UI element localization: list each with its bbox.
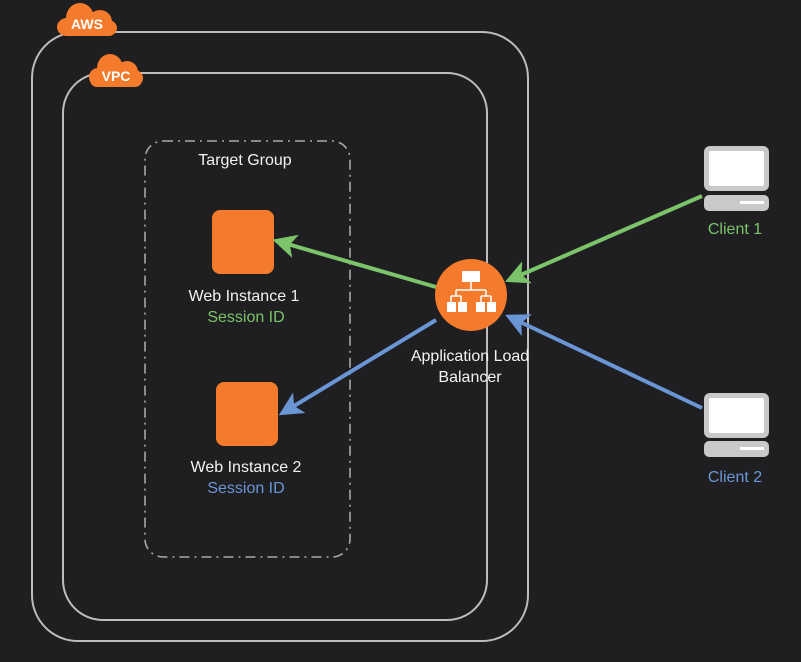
load-balancer-label-line2: Balancer <box>438 369 502 386</box>
web-instance-2-label: Web Instance 2 <box>190 459 302 476</box>
load-balancer-icon[interactable] <box>435 259 507 331</box>
target-group-label: Target Group <box>198 152 292 169</box>
vpc-label: VPC <box>101 68 131 84</box>
client-2-computer-icon[interactable] <box>704 393 769 457</box>
web-instance-1-session: Session ID <box>207 309 285 326</box>
vpc-cloud-icon <box>89 54 143 87</box>
client-1-computer-icon[interactable] <box>704 146 769 211</box>
client-1-label: Client 1 <box>707 221 763 238</box>
web-instance-2-icon[interactable] <box>216 382 278 446</box>
web-instance-2-session: Session ID <box>207 480 285 497</box>
arrow-alb-to-instance-2 <box>278 318 438 416</box>
load-balancer-label-line1: Application Load <box>410 348 530 365</box>
arrow-alb-to-instance-1 <box>272 234 437 289</box>
web-instance-1-icon[interactable] <box>212 210 274 274</box>
web-instance-1-label: Web Instance 1 <box>188 288 300 305</box>
aws-label: AWS <box>71 16 103 32</box>
aws-boundary <box>31 31 529 642</box>
client-2-label: Client 2 <box>707 469 763 486</box>
aws-cloud-icon <box>57 3 117 36</box>
arrow-client-2-to-alb <box>505 314 703 410</box>
vpc-boundary <box>62 72 488 621</box>
target-group-boundary <box>144 140 351 558</box>
arrow-client-1-to-alb <box>504 194 703 284</box>
